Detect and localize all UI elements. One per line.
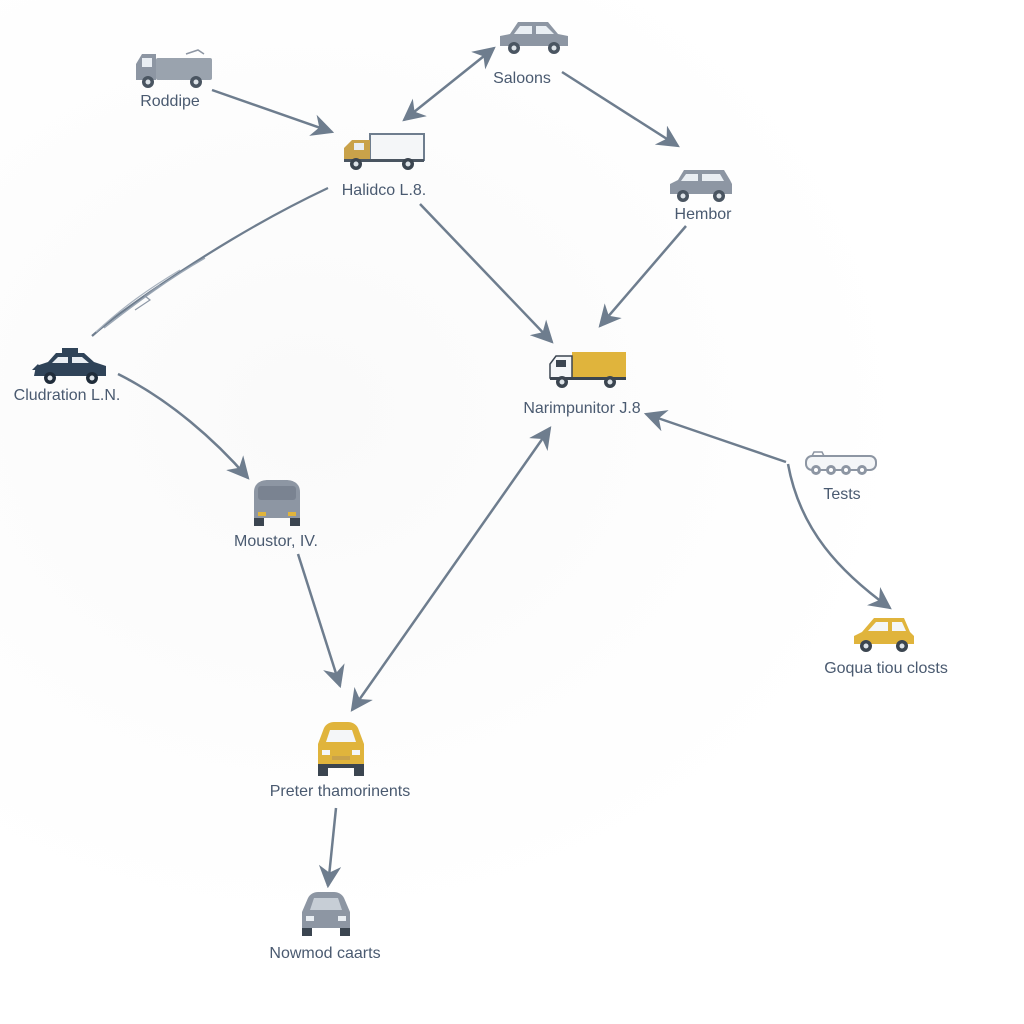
- multi-axle-vehicle-icon: [805, 451, 877, 475]
- node-label-goqua: Goqua tiou closts: [824, 660, 948, 677]
- edge-saloons-halidco: [402, 46, 496, 122]
- edge-tests-narimpunitor: [643, 410, 787, 464]
- node-label-narimpunitor: Narimpunitor J.8: [523, 400, 641, 417]
- taxi-icon: [318, 722, 364, 776]
- hatchback-icon: [670, 170, 732, 202]
- node-label-tests: Tests: [823, 486, 861, 503]
- compact-car-icon: [854, 618, 914, 652]
- edge-halidco-narimpunitor: [419, 203, 554, 344]
- car-front-icon: [302, 892, 350, 936]
- edge-preter-nowmod: [318, 807, 342, 889]
- node-label-hembor: Hembor: [674, 206, 732, 223]
- edge-preter-narimpunitor: [350, 426, 552, 712]
- node-label-preter: Preter thamorinents: [269, 783, 411, 800]
- node-label-nowmod: Nowmod caarts: [269, 945, 381, 962]
- police-car-icon: [32, 348, 106, 384]
- node-label-halidco: Halidco L.8.: [341, 182, 427, 199]
- edge-saloons-hembor: [561, 70, 680, 148]
- van-icon: [254, 480, 300, 526]
- edge-roddipe-halidco: [211, 88, 335, 136]
- node-label-saloons: Saloons: [493, 70, 551, 87]
- delivery-truck-icon: [549, 352, 626, 388]
- node-label-cludration: Cludration L.N.: [13, 387, 121, 404]
- node-label-moustor: Moustor, IV.: [234, 533, 318, 550]
- edge-tests-goqua: [786, 463, 892, 610]
- edge-halidco-cludration-sketch: [91, 187, 329, 337]
- saloon-car-icon: [500, 22, 568, 54]
- pickup-truck-icon: [136, 49, 212, 88]
- box-truck-icon: [344, 133, 425, 170]
- edge-moustor-preter: [296, 553, 345, 689]
- edge-cludration-moustor: [117, 372, 250, 480]
- edge-hembor-narimpunitor: [598, 225, 687, 328]
- node-label-roddipe: Roddipe: [140, 93, 200, 110]
